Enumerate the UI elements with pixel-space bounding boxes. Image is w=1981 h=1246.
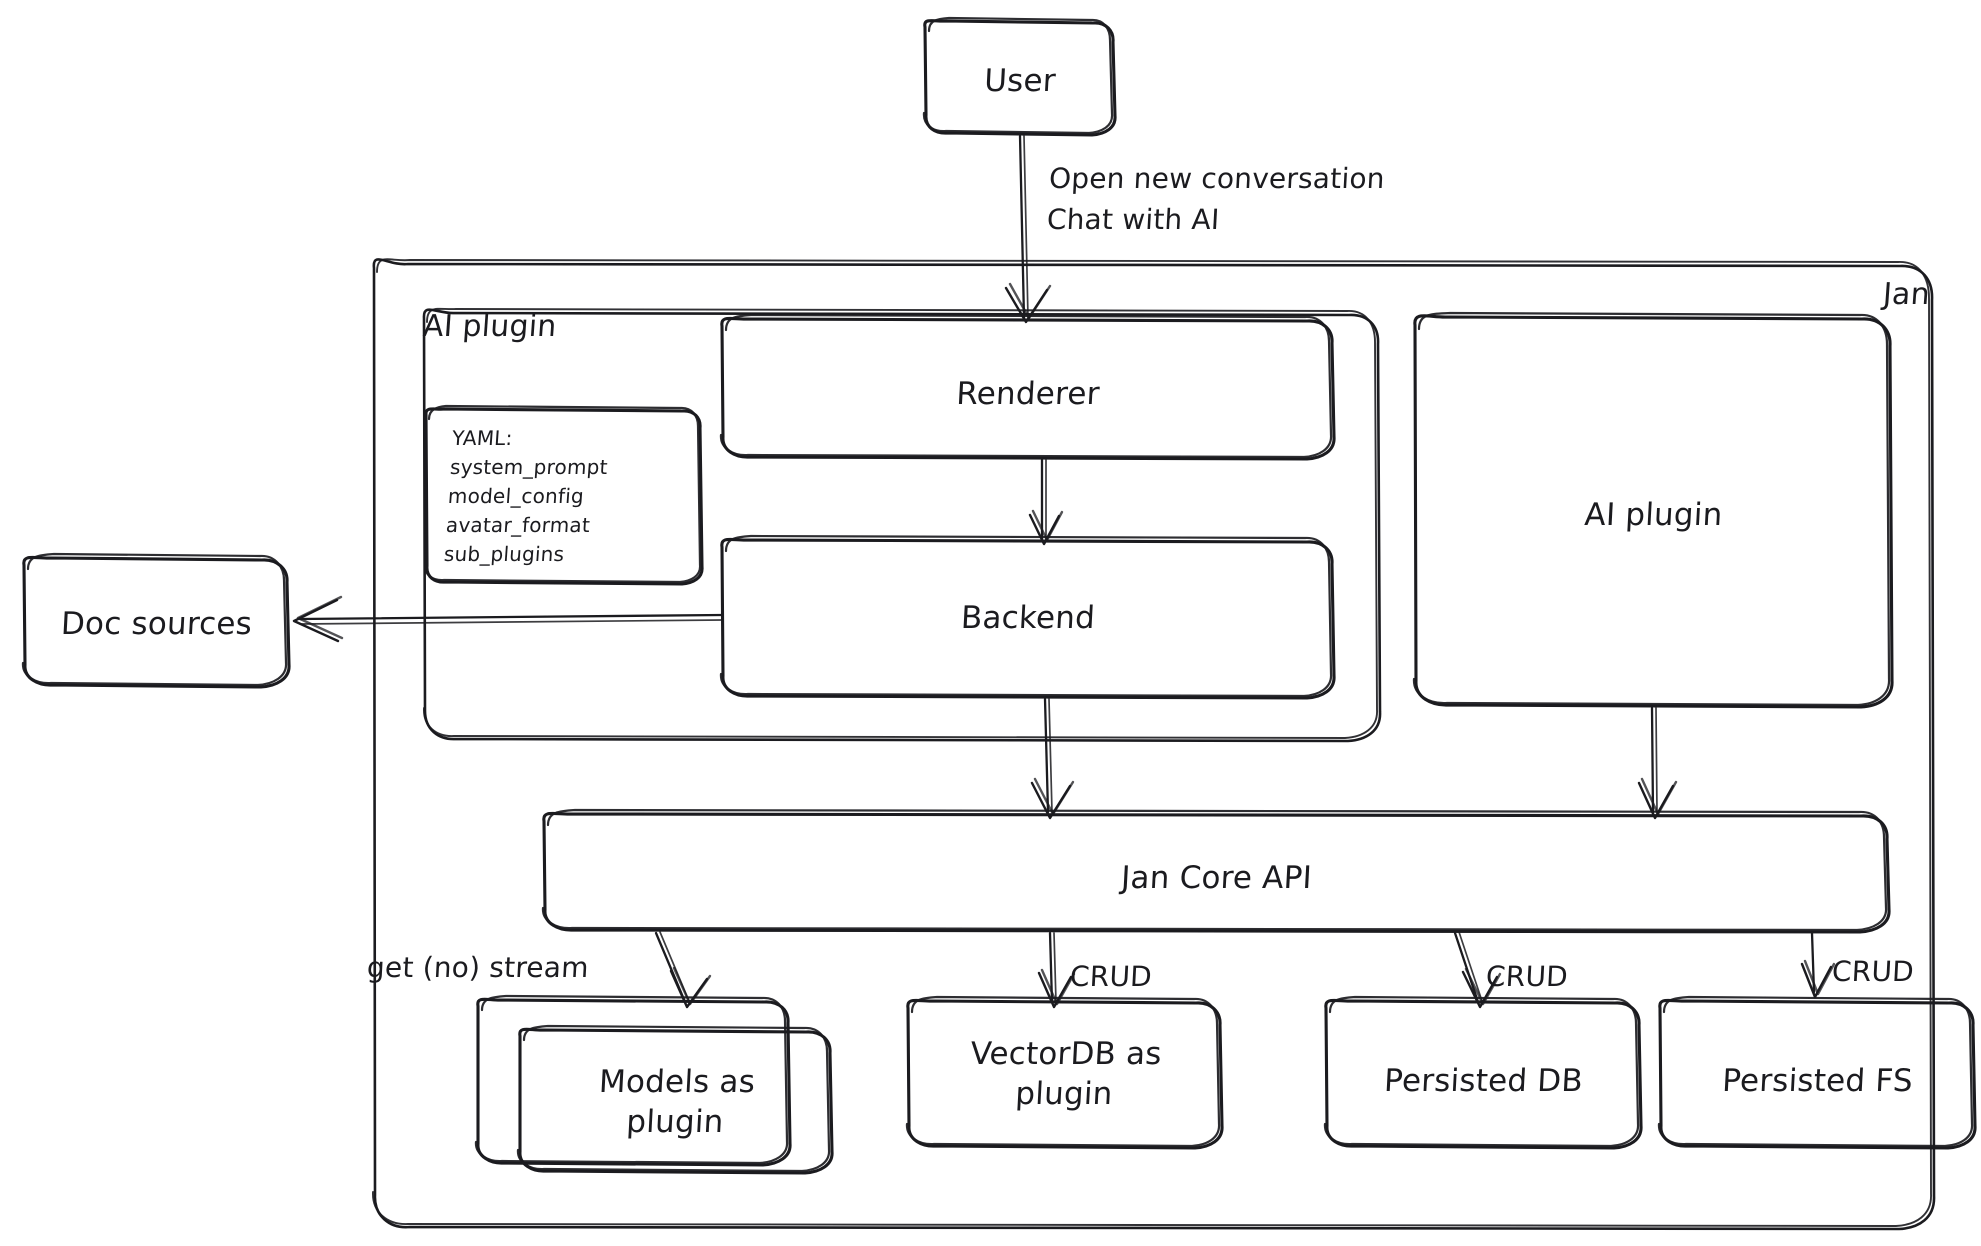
edge-backend-to-doc-sources <box>292 595 724 643</box>
node-label-renderer: Renderer <box>955 376 1101 412</box>
edge-core-to-persisted-db <box>1453 931 1502 1009</box>
edge-user-to-renderer <box>1004 134 1052 324</box>
edge-ai-plugin-to-jan-core-api <box>1637 706 1678 820</box>
node-label-doc-sources: Doc sources <box>60 606 253 642</box>
node-persisted-db-shape[interactable] <box>1323 995 1643 1150</box>
edge-label-crud-vectordb: CRUD <box>1069 960 1153 993</box>
node-label-backend: Backend <box>960 600 1096 636</box>
node-yaml-card-shape[interactable] <box>423 404 704 586</box>
group-ai-plugin[interactable] <box>422 307 1382 743</box>
edge-core-to-persisted-fs <box>1800 931 1836 999</box>
group-label-jan: Jan <box>1881 277 1932 312</box>
node-label-jan-core-api: Jan Core API <box>1120 860 1313 896</box>
node-backend-shape[interactable] <box>719 534 1336 700</box>
edge-core-to-models <box>654 931 712 1009</box>
edge-label-crud-persisted-db: CRUD <box>1485 960 1569 993</box>
node-models-plugin-outer-shape <box>474 994 792 1167</box>
node-user-shape[interactable] <box>922 16 1117 137</box>
node-label-persisted-fs: Persisted FS <box>1721 1063 1914 1099</box>
edge-label-get-no-stream: get (no) stream <box>366 951 590 984</box>
node-ai-plugin-right-shape[interactable] <box>1412 311 1894 709</box>
node-doc-sources-shape[interactable] <box>21 552 291 689</box>
node-label-ai-plugin-right: AI plugin <box>1583 497 1724 533</box>
group-label-ai-plugin: AI plugin <box>421 309 558 344</box>
edge-backend-to-jan-core-api <box>1030 697 1075 820</box>
node-jan-core-api-shape[interactable] <box>541 808 1891 934</box>
node-label-user: User <box>983 63 1057 99</box>
edge-renderer-to-backend <box>1028 458 1064 546</box>
group-jan[interactable] <box>372 258 1936 1231</box>
node-models-plugin-shape[interactable] <box>516 1024 834 1175</box>
node-label-persisted-db: Persisted DB <box>1383 1063 1584 1099</box>
edge-label-crud-persisted-fs: CRUD <box>1831 955 1915 988</box>
node-persisted-fs-shape[interactable] <box>1657 995 1977 1150</box>
edge-core-to-vectordb <box>1037 931 1076 1009</box>
node-vectordb-plugin-shape[interactable] <box>905 995 1224 1150</box>
node-renderer-shape[interactable] <box>719 313 1336 461</box>
